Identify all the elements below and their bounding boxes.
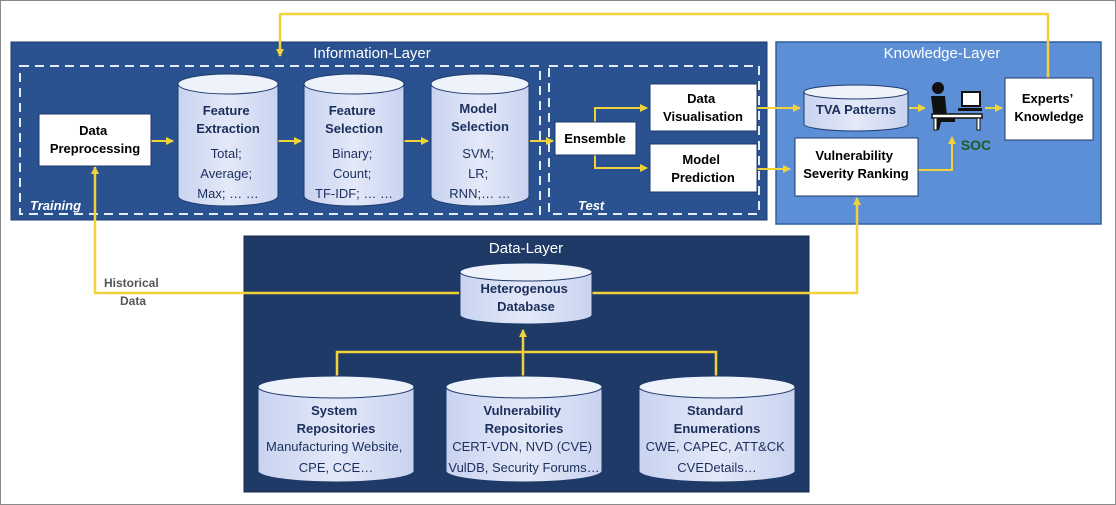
connectors [91, 12, 1050, 378]
experts-knowledge-box: Experts’ Knowledge [1004, 77, 1094, 141]
svg-text:Heterogenous Database: Heterogenous Database [480, 281, 571, 314]
model-selection-cylinder: Model Selection SVM; LR; RNN;… … [430, 73, 530, 207]
svg-text:Standard Enumerations: Standard Enumerations [674, 403, 761, 436]
svg-text:Binary; Count;: Binary; Count; TF-IDF; … … [315, 146, 393, 201]
feedback-loop-line [276, 12, 1050, 78]
ensemble-box: Ensemble [554, 121, 637, 156]
svg-text:TVA Patterns: TVA Patterns [816, 102, 896, 117]
system-repositories-cylinder: System Repositories Manufacturing Websit… [257, 375, 415, 483]
model-prediction-box: Model Prediction [649, 143, 758, 193]
svg-text:Feature Extraction: Feature Extraction [196, 103, 260, 136]
heterogenous-database-cylinder: Heterogenous Database [459, 262, 593, 325]
svg-text:CERT-VDN, NVD (CVE) Vu: CERT-VDN, NVD (CVE) VulDB, Security Foru… [448, 439, 599, 475]
svg-text:Ensemble: Ensemble [564, 131, 625, 146]
knowledge-layer-title: Knowledge-Layer [884, 45, 1001, 62]
soc-label: SOC [961, 137, 991, 153]
information-layer-title: Information-Layer [313, 45, 431, 62]
data-visualisation-box: Data Visualisation [649, 83, 758, 132]
svg-text:Model Prediction: Model Prediction [671, 152, 735, 185]
arrow-ranking-to-soc [918, 136, 956, 171]
tva-patterns-cylinder: TVA Patterns [803, 84, 909, 132]
severity-ranking-box: Vulnerability Severity Ranking [794, 137, 919, 197]
data-preprocessing-box: Data Preprocessing [38, 113, 152, 167]
svg-text:System Repositories: System Repositories [297, 403, 376, 436]
arrow-ensemble-to-prediction [594, 152, 648, 172]
svg-text:Data Preprocessing: Data Preprocessing [50, 123, 140, 156]
standard-enumerations-cylinder: Standard Enumerations CWE, CAPEC, ATT&CK… [638, 375, 796, 483]
feature-extraction-cylinder: Feature Extraction Total; Average; Max; … [177, 73, 279, 207]
svg-text:Total; Average;: Total; Average; Max; … … [197, 146, 258, 201]
arrow-database-to-ranking [591, 197, 861, 295]
svg-text:Model Selection: Model Selection [451, 101, 509, 134]
data-layer-title: Data-Layer [489, 240, 563, 257]
svg-text:Experts’ Knowledge: Experts’ Knowledge [1014, 91, 1083, 124]
svg-text:Feature Selection: Feature Selection [325, 103, 383, 136]
svg-text:Vulnerability Severity: Vulnerability Severity Ranking [803, 148, 909, 181]
svg-text:SVM; LR; RNN;…: SVM; LR; RNN;… … [449, 146, 510, 201]
test-section [548, 65, 760, 215]
feature-selection-cylinder: Feature Selection Binary; Count; TF-IDF;… [303, 73, 405, 207]
test-label: Test [578, 198, 605, 213]
repositories-collector [335, 350, 718, 378]
svg-text:Vulnerability Reposito: Vulnerability Repositories [483, 403, 564, 436]
historical-data-label: Historical Data [104, 276, 162, 308]
soc-operator-icon [931, 82, 983, 131]
training-label: Training [30, 198, 81, 213]
svg-text:CWE, CAPEC, ATT&CK CVE: CWE, CAPEC, ATT&CK CVEDetails… [646, 439, 789, 475]
vulnerability-repositories-cylinder: Vulnerability Repositories CERT-VDN, NVD… [445, 375, 603, 483]
svg-text:Manufacturing Website,: Manufacturing Website, CPE, CCE… [266, 439, 406, 475]
svg-text:Data Visualisation: Data Visualisation [663, 91, 743, 124]
arrow-database-to-preprocessing [91, 166, 459, 295]
